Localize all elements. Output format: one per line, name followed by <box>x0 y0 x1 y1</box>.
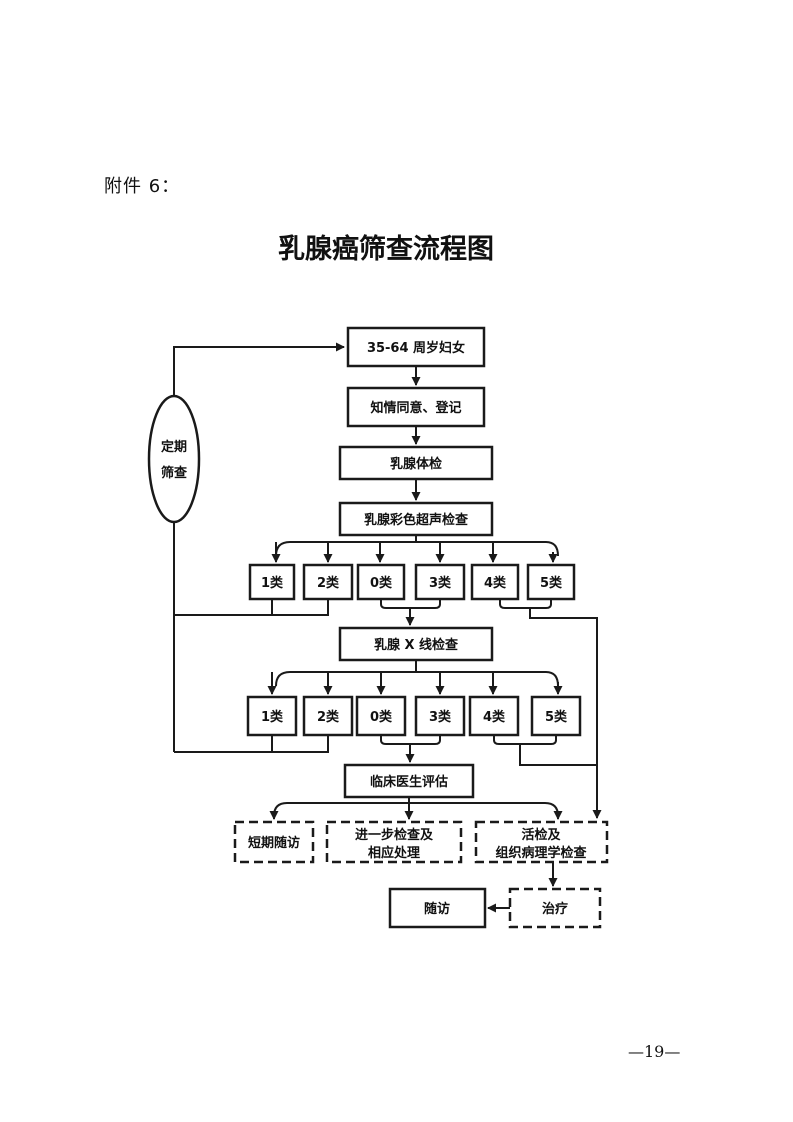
xr-cat1-to-periodic <box>174 735 273 753</box>
physical-exam-label: 乳腺体检 <box>390 456 442 472</box>
biopsy-line1: 活检及 <box>521 827 561 843</box>
xr-cat5-node <box>530 695 582 737</box>
xr-cat4-label: 4类 <box>483 709 506 725</box>
us-cat1-label: 1类 <box>261 575 284 591</box>
us-cat45-join <box>499 599 552 609</box>
clinical-branch-bar <box>273 802 559 817</box>
xr-cat2-label: 2类 <box>317 709 340 725</box>
xr-cat5-label: 5类 <box>545 709 568 725</box>
us-cat45-to-biopsy-line <box>529 608 598 800</box>
consent-label: 知情同意、登记 <box>370 400 461 416</box>
further-exam-node <box>325 820 463 864</box>
women-35-64-node <box>346 326 486 368</box>
us-cat5-node <box>526 563 576 601</box>
xr-cat1-node <box>246 695 298 737</box>
followup-label: 随访 <box>424 901 450 917</box>
xr-cat3-label: 3类 <box>429 709 452 725</box>
further-exam-line2: 相应处理 <box>368 845 420 861</box>
short-follow-label: 短期随访 <box>248 835 300 851</box>
xr-cat45-join <box>493 735 557 745</box>
us-cat2-label: 2类 <box>317 575 340 591</box>
us-cat1-node <box>248 563 296 601</box>
xray-node <box>338 626 494 662</box>
us-cat3-label: 3类 <box>429 575 452 591</box>
ultrasound-branch-bar <box>275 541 559 557</box>
biopsy-line2: 组织病理学检查 <box>495 845 587 861</box>
us-cat3-node <box>414 563 466 601</box>
us-cat4-label: 4类 <box>484 575 507 591</box>
clinical-eval-label: 临床医生评估 <box>370 774 448 790</box>
xr-cat0-node <box>355 695 407 737</box>
biopsy-node <box>474 820 609 864</box>
periodic-screening-node <box>147 394 201 524</box>
us-cat0-label: 0类 <box>370 575 393 591</box>
page-number: —19— <box>628 1042 681 1061</box>
us-cat2-node <box>302 563 354 601</box>
treatment-node <box>508 887 602 929</box>
women-35-64-label: 35-64 周岁妇女 <box>367 340 465 356</box>
ultrasound-label: 乳腺彩色超声检查 <box>364 512 469 528</box>
us-cat03-join <box>380 599 441 609</box>
xr-cat3-node <box>414 695 466 737</box>
us-cat2-to-periodic <box>272 599 329 616</box>
xr-cat03-join <box>380 735 441 745</box>
xr-cat0-label: 0类 <box>370 709 393 725</box>
periodic-label-line2: 筛查 <box>161 465 188 481</box>
us-cat4-node <box>470 563 520 601</box>
xray-label: 乳腺 X 线检查 <box>374 637 459 653</box>
xray-branch-bar <box>275 671 559 687</box>
xr-cat1-label: 1类 <box>261 709 284 725</box>
short-follow-node <box>233 820 315 864</box>
loop-arrow-to-women <box>173 342 345 396</box>
diagram-title: 乳腺癌筛查流程图 <box>278 233 494 265</box>
further-exam-line1: 进一步检查及 <box>355 827 434 843</box>
us-cat1-to-periodic <box>174 599 273 616</box>
periodic-label-line1: 定期 <box>160 439 187 455</box>
xr-cat2-to-periodic <box>272 735 329 753</box>
xr-cat45-to-biopsy-line <box>519 744 597 766</box>
treatment-label: 治疗 <box>542 901 568 917</box>
us-cat5-label: 5类 <box>540 575 563 591</box>
consent-node <box>346 386 486 428</box>
attachment-label: 附件 6： <box>104 176 181 197</box>
followup-node <box>388 887 487 929</box>
